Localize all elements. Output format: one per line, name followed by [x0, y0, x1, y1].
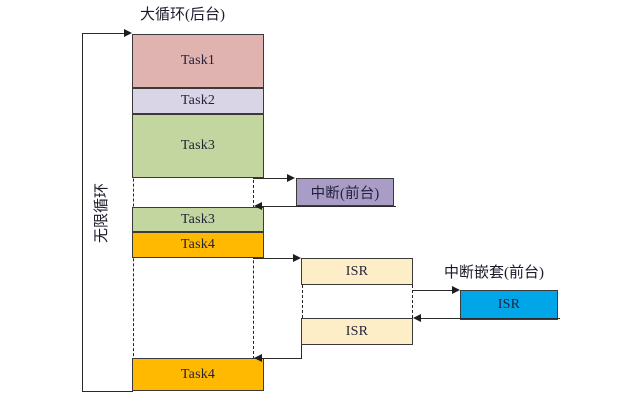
loop-top-arrowhead [124, 28, 132, 37]
task-box-label: Task1 [180, 53, 216, 68]
nested-isr-enter-arrowhead [452, 285, 460, 294]
nested-isr-enter-line [412, 290, 456, 291]
task-box-label: Task4 [180, 237, 216, 252]
isr-enter-arrowhead [293, 253, 301, 262]
task-box-task2[interactable]: Task2 [132, 88, 264, 114]
task-box-task1[interactable]: Task1 [132, 34, 264, 88]
isr-box-lower[interactable]: ISR [301, 318, 413, 345]
task-box-task3-first[interactable]: Task3 [132, 114, 264, 178]
isr-box-upper[interactable]: ISR [301, 258, 413, 285]
background-loop-title: 大循环(后台) [140, 7, 225, 23]
isr-enter-line [253, 258, 297, 259]
infinite-loop-label: 无限循环 [90, 180, 111, 245]
loop-top-line [82, 33, 128, 34]
isr-return-to-task-arrowhead [254, 353, 262, 362]
nested-isr-return-arrowhead [413, 313, 421, 322]
nested-isr-return-line [415, 318, 560, 319]
nested-isr-box-label: ISR [497, 297, 521, 312]
task-box-label: Task2 [180, 93, 216, 108]
task-box-label: Task3 [180, 211, 216, 227]
isr-column-right-dash [412, 285, 413, 318]
nested-interrupt-title: 中断嵌套(前台) [444, 265, 544, 281]
interrupt-box[interactable]: 中断(前台) [296, 178, 394, 206]
interrupt-box-label: 中断(前台) [310, 185, 380, 202]
task-box-task4-resumed[interactable]: Task4 [132, 358, 264, 391]
bottom-clipped-caption [238, 398, 498, 405]
loop-bottom-line [82, 391, 133, 392]
task-box-task3-resumed[interactable]: Task3 [132, 207, 264, 232]
task-box-label: Task4 [180, 366, 216, 382]
isr-return-to-task-line [256, 358, 302, 359]
nested-isr-box[interactable]: ISR [460, 290, 558, 320]
task-box-task4-first[interactable]: Task4 [132, 232, 264, 258]
interrupt-return-arrowhead [254, 201, 262, 210]
loop-left-line [82, 33, 83, 391]
interrupt-return-line [256, 206, 396, 207]
task-box-label: Task3 [180, 138, 216, 153]
isr-box-label: ISR [345, 323, 369, 339]
interrupt-enter-arrowhead [287, 173, 295, 182]
isr-box-label: ISR [345, 263, 369, 279]
isr-column-left-dash [302, 285, 303, 318]
interrupt-enter-line [253, 178, 291, 179]
task-column-right-dash [253, 34, 254, 359]
isr-return-drop-line [301, 345, 302, 358]
